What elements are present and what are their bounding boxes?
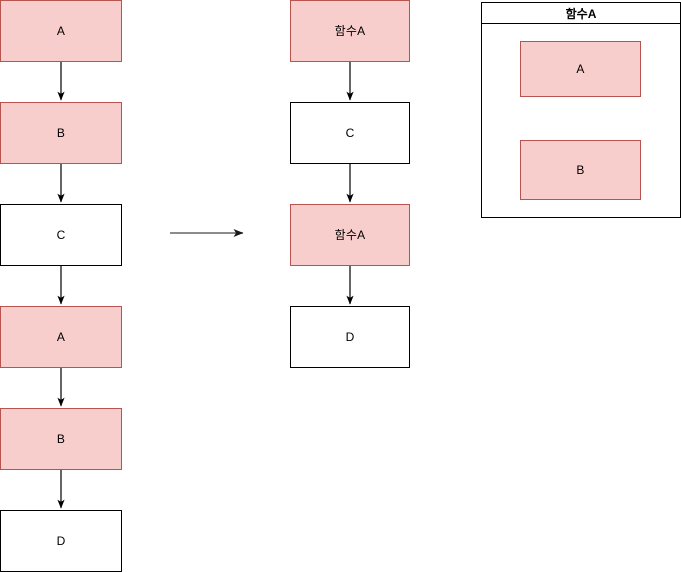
node-label: D <box>56 533 66 548</box>
node-label: 함수A <box>334 227 366 242</box>
middle-node-2[interactable]: 함수A <box>290 204 410 266</box>
panel-node-1[interactable]: B <box>520 140 641 200</box>
left-node-3[interactable]: A <box>0 306 122 368</box>
middle-node-1[interactable]: C <box>290 102 410 164</box>
node-label: B <box>56 125 66 140</box>
left-node-4[interactable]: B <box>0 408 122 470</box>
node-label: B <box>576 162 585 177</box>
node-label: D <box>345 329 355 344</box>
panel-node-0[interactable]: A <box>520 41 641 97</box>
node-label: A <box>56 329 66 344</box>
left-node-1[interactable]: B <box>0 102 122 164</box>
middle-node-3[interactable]: D <box>290 306 410 368</box>
left-node-0[interactable]: A <box>0 0 122 62</box>
node-label: C <box>56 227 66 242</box>
node-label: A <box>576 61 585 76</box>
function-panel-title: 함수A <box>482 3 680 24</box>
left-node-5[interactable]: D <box>0 510 122 572</box>
node-label: A <box>56 23 66 38</box>
node-label: 함수A <box>334 23 366 38</box>
left-node-2[interactable]: C <box>0 204 122 266</box>
middle-node-0[interactable]: 함수A <box>290 0 410 62</box>
node-label: B <box>56 431 66 446</box>
node-label: C <box>345 125 355 140</box>
